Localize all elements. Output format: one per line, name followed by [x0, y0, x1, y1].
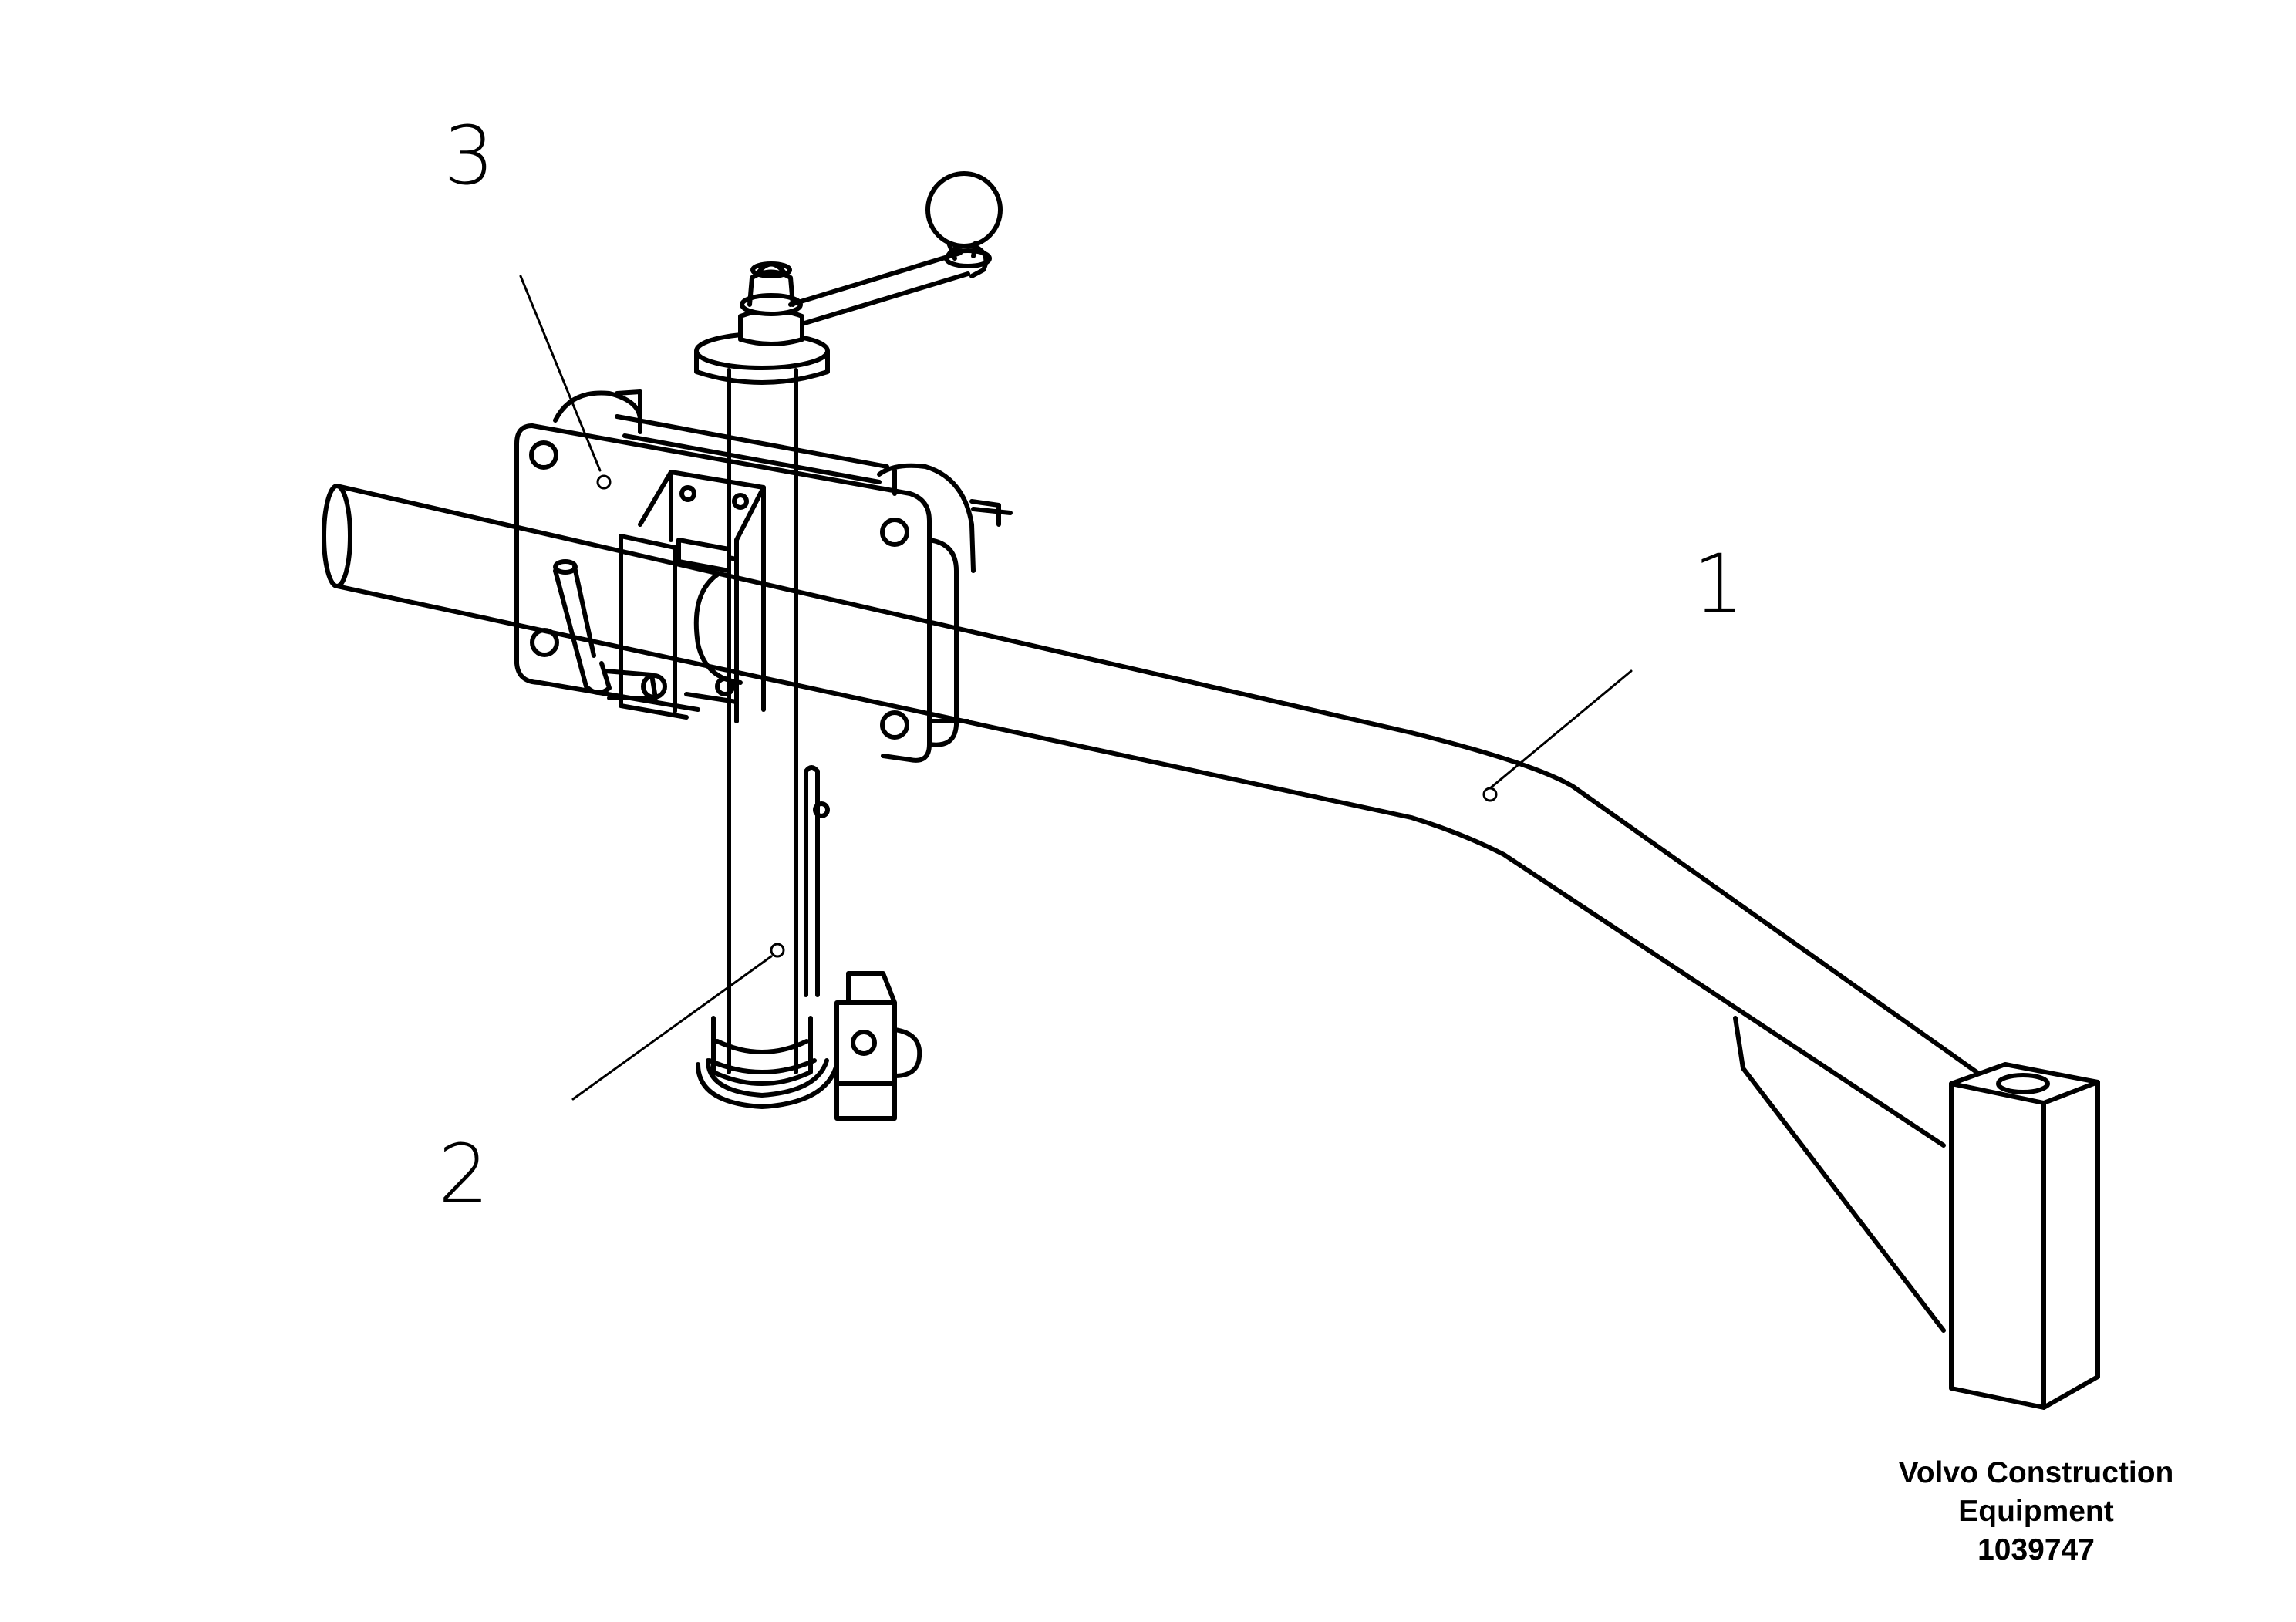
caption-drawing-number: 1039747	[1977, 1533, 2095, 1566]
part-label-1: 1	[1693, 537, 1745, 631]
caption-manufacturer: Volvo Construction	[1898, 1456, 2174, 1489]
callout-dot-1	[1482, 787, 1498, 802]
caption-equipment: Equipment	[1958, 1495, 2114, 1528]
drawing-caption: Volvo Construction Equipment 1039747	[1836, 1454, 2237, 1570]
crank-handle-drawing	[788, 171, 1003, 326]
vertical-post-drawing	[694, 261, 922, 1121]
bracket-plate-drawing	[514, 389, 1013, 763]
callout-dot-3	[596, 474, 612, 490]
leader-lines	[519, 275, 1633, 1101]
main-arm-tube-drawing	[322, 484, 2100, 1410]
callout-dot-2	[770, 943, 785, 958]
part-label-2: 2	[438, 1127, 490, 1221]
part-label-3: 3	[443, 109, 495, 203]
clamp-block-drawing	[553, 470, 766, 723]
